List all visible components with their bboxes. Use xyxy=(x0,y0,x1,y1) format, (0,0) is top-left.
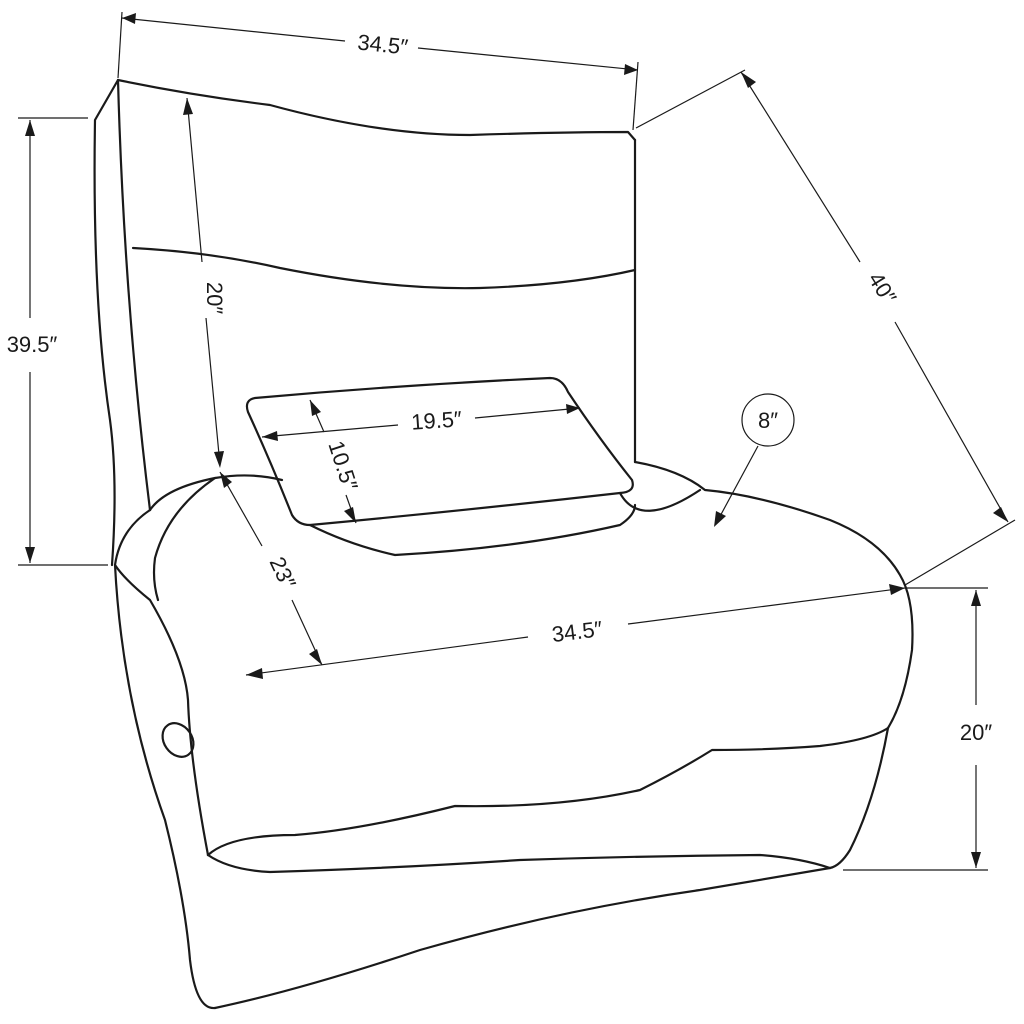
seat-left-bulge xyxy=(113,508,210,857)
backrest-top-edge xyxy=(116,78,637,142)
seat-cushion-right-notch xyxy=(618,488,702,512)
base-bottom-edge xyxy=(213,866,832,1010)
seat-back-gap xyxy=(308,503,637,557)
label-diagonal-depth: 40″ xyxy=(863,268,901,309)
label-pillow-width: 19.5″ xyxy=(410,406,462,434)
base-left-edge xyxy=(113,563,217,1010)
chair-outline xyxy=(93,78,914,1010)
backrest-left-edge xyxy=(93,78,120,567)
dimension-lines xyxy=(18,11,1016,871)
seat-left-inner-curve xyxy=(152,476,217,602)
dimension-labels: 34.5″ 39.5″ 20″ 40″ 19.5″ 10.5″ 23″ 34.5… xyxy=(7,29,993,745)
backrest-side-inner-edge xyxy=(116,78,152,512)
label-top-width: 34.5″ xyxy=(356,29,409,59)
base-right-edge xyxy=(828,726,890,870)
label-pillow-height: 10.5″ xyxy=(323,438,362,494)
label-back-height: 20″ xyxy=(202,282,227,314)
label-cushion-thickness: 8″ xyxy=(758,408,778,433)
base-front-seam xyxy=(206,853,832,874)
label-seat-depth: 23″ xyxy=(265,553,301,593)
seat-cushion-top xyxy=(148,474,284,512)
label-overall-height: 39.5″ xyxy=(7,332,58,357)
cushion-callout-circle xyxy=(741,393,795,447)
backrest-seam xyxy=(131,246,637,290)
seat-cushion-front-top xyxy=(206,460,914,857)
label-seat-height: 20″ xyxy=(960,720,992,745)
pillow-outline xyxy=(245,376,634,527)
label-seat-width: 34.5″ xyxy=(550,616,603,647)
side-handle xyxy=(161,722,195,758)
